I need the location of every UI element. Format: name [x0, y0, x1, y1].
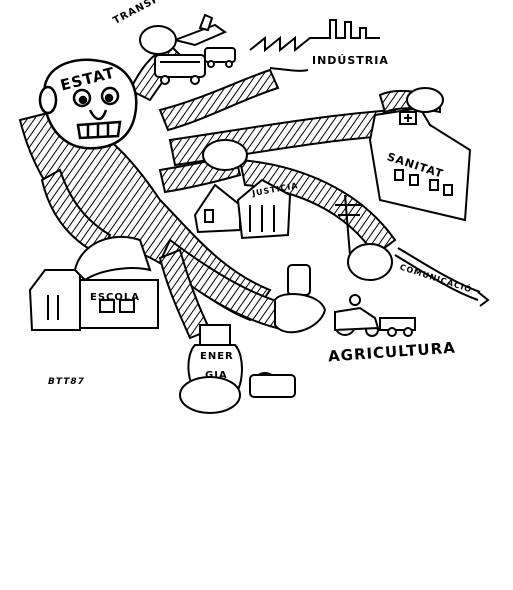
industria-factory	[249, 19, 380, 72]
industria-label: INDÚSTRIA	[312, 54, 389, 67]
sanitat-hospital	[368, 87, 472, 222]
escola-building	[28, 235, 159, 331]
energia-lightbulb	[179, 324, 296, 414]
tentacle-arms	[18, 43, 402, 340]
energia-label-line1: ENER	[200, 351, 234, 362]
escola-label: ESCOLA	[90, 292, 140, 303]
comunicacio-cable	[335, 194, 490, 307]
agricultura-scene	[274, 264, 416, 337]
energia-label-line2: GIA	[205, 370, 228, 381]
justicia-building	[193, 139, 292, 240]
artist-signature: BTT87	[48, 377, 85, 387]
transports-vehicles	[139, 13, 236, 85]
estat-head	[38, 58, 138, 150]
